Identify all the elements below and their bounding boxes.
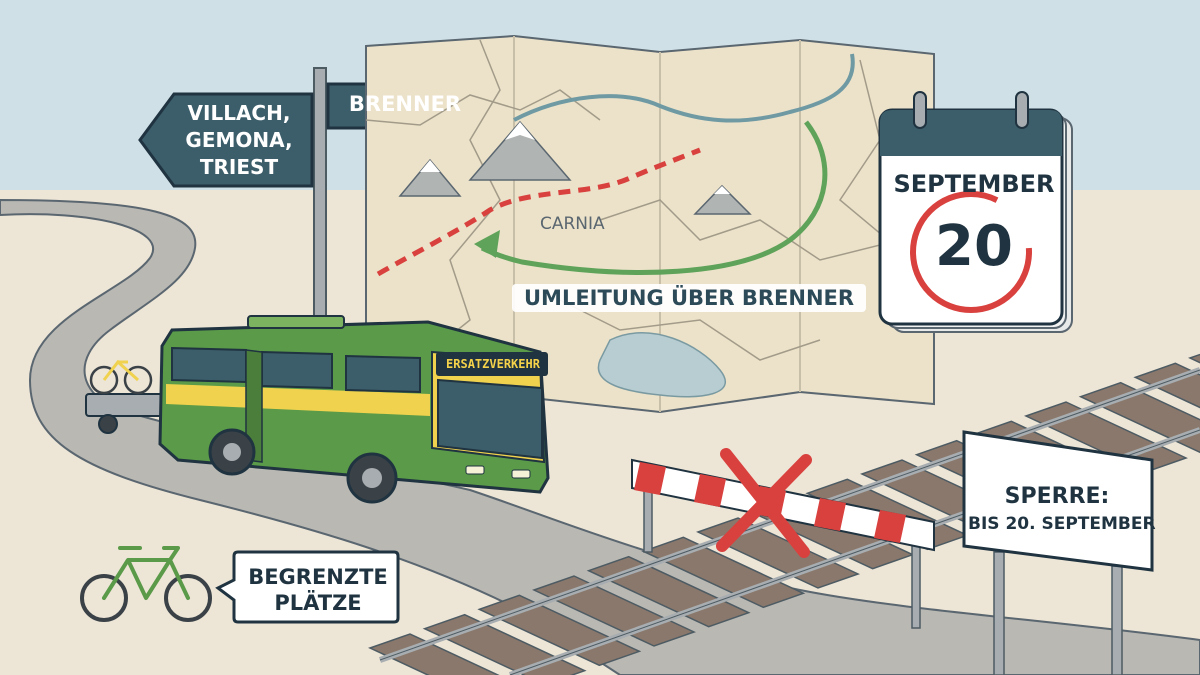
calendar-month: SEPTEMBER bbox=[893, 170, 1055, 198]
speech-bubble bbox=[215, 550, 400, 624]
bicycle-icon bbox=[80, 546, 212, 622]
bus-windshield bbox=[437, 378, 543, 460]
closure-sign-text: BIS 20. SEPTEMBER bbox=[968, 514, 1156, 534]
rail-sleeper bbox=[368, 633, 500, 675]
calendar-day: 20 bbox=[935, 214, 1013, 279]
map-lake bbox=[597, 331, 727, 398]
closure-sign-title: SPERRE: bbox=[1004, 484, 1110, 509]
bus bbox=[85, 315, 550, 504]
sign-left-label: VILLACH, GEMONA, TRIEST bbox=[185, 101, 293, 179]
rail-sleeper bbox=[1188, 353, 1200, 364]
calendar-day-circle bbox=[910, 191, 1032, 313]
bike-note-text: BEGRENZTE PLÄTZE bbox=[248, 565, 388, 615]
closure-sign bbox=[962, 430, 1154, 675]
bike-note bbox=[80, 546, 400, 624]
detour-arrowhead bbox=[474, 230, 500, 258]
sign-right-label: BRENNER bbox=[348, 92, 462, 116]
calendar bbox=[878, 91, 1073, 333]
map bbox=[365, 34, 935, 414]
barrier bbox=[631, 448, 935, 629]
map-river bbox=[513, 53, 855, 123]
bus-destination-display bbox=[436, 352, 548, 376]
map-region-label: CARNIA bbox=[540, 214, 605, 234]
bus-destination-text: ERSATZVERKEHR bbox=[446, 357, 540, 371]
sign-left-villach bbox=[138, 92, 314, 188]
detour-route bbox=[480, 120, 828, 275]
blocked-route bbox=[376, 147, 701, 277]
detour-label: UMLEITUNG ÜBER BRENNER bbox=[512, 284, 867, 312]
cross-x-icon bbox=[716, 448, 812, 558]
map-mountains bbox=[398, 120, 752, 215]
